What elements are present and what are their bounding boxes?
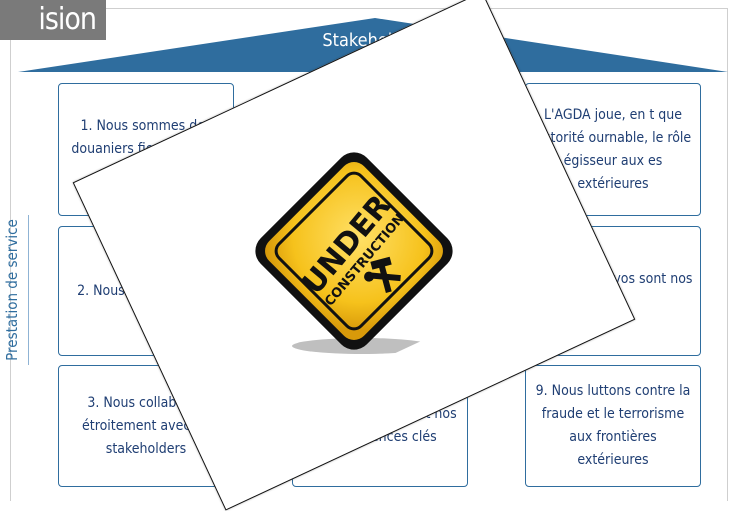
under-construction-overlay: UNDER CONSTRUCTION <box>72 0 636 511</box>
hammer-wrench-icon <box>364 256 401 293</box>
under-construction-sign: UNDER CONSTRUCTION <box>255 152 453 354</box>
card-9: 9. Nous luttons contre la fraude et le t… <box>525 365 701 487</box>
content-frame <box>10 8 728 501</box>
side-divider <box>28 215 29 365</box>
side-label: Prestation de service <box>3 219 21 361</box>
vision-tab: ision <box>0 0 106 40</box>
